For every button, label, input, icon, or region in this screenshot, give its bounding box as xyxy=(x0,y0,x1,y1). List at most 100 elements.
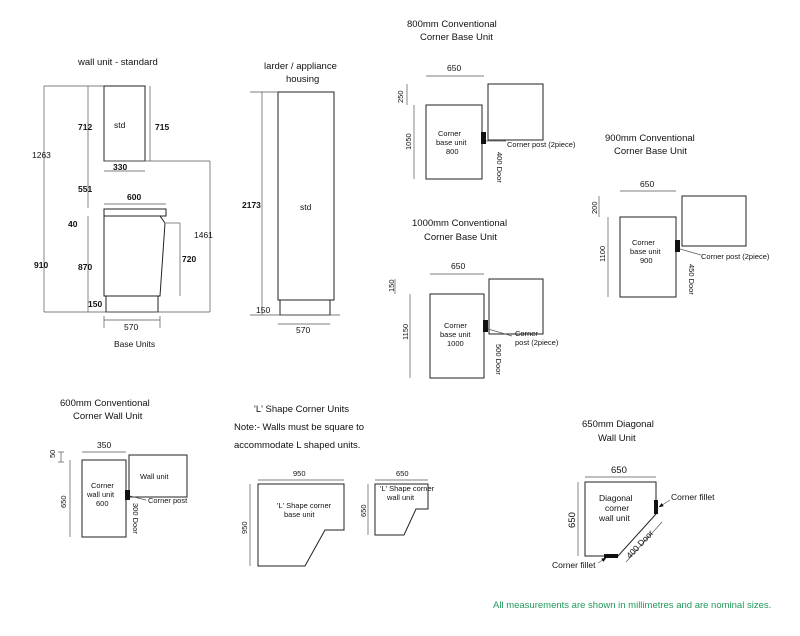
c800-unit-3: 800 xyxy=(446,147,459,156)
l-base-1: 'L' Shape corner xyxy=(277,501,332,510)
l-wall-unit xyxy=(374,483,429,536)
diag-unit-2: corner xyxy=(605,503,629,513)
c800-corner-post xyxy=(481,132,486,144)
dim-910: 910 xyxy=(34,260,48,270)
cw600-d-50: 50 xyxy=(48,450,57,458)
larder-title-1: larder / appliance xyxy=(264,61,337,72)
c900-corner-post xyxy=(675,240,680,252)
footer-note: All measurements are shown in millimetre… xyxy=(493,600,771,611)
c900-post-label: Corner post (2piece) xyxy=(701,252,770,261)
cw600-wall-unit xyxy=(128,454,188,498)
diag-fillet-top xyxy=(654,500,658,514)
diag-door-dim xyxy=(625,521,663,563)
c900-d-650: 650 xyxy=(640,179,654,189)
larder-dim-570: 570 xyxy=(296,325,310,335)
c800-d-1050: 1050 xyxy=(404,133,413,150)
diag-fillet-top-label: Corner fillet xyxy=(671,492,715,502)
cw600-unit-1: Corner xyxy=(91,481,114,490)
larder-dim-150: 150 xyxy=(256,305,270,315)
c900-title-2: Corner Base Unit xyxy=(614,146,687,157)
l-shape-group: 'L' Shape Corner Units Note:- Walls must… xyxy=(234,404,435,567)
c800-post-label: Corner post (2piece) xyxy=(507,140,576,149)
c1000-corner-unit xyxy=(429,293,485,379)
l-base-d-950-top: 950 xyxy=(293,469,306,478)
c900-adjacent-unit xyxy=(681,195,747,247)
c1000-door-label: 500 Door xyxy=(494,344,503,375)
larder-group: larder / appliance housing std 2173 150 … xyxy=(242,61,340,335)
c1000-title-2: Corner Base Unit xyxy=(424,232,497,243)
larder-title-2: housing xyxy=(286,74,319,85)
wall-unit-standard-group: wall unit - standard std 330 1263 712 71… xyxy=(32,57,213,349)
c1000-title-1: 1000mm Conventional xyxy=(412,218,507,229)
diagonal-650-group: 650mm Diagonal Wall Unit 650 Diagonal co… xyxy=(552,419,715,570)
base-unit-body xyxy=(103,215,166,297)
c900-title-1: 900mm Conventional xyxy=(605,133,695,144)
diag-unit-1: Diagonal xyxy=(599,493,633,503)
dim-2173: 2173 xyxy=(242,200,261,210)
diag-title-2: Wall Unit xyxy=(598,433,636,444)
cw600-door-label: 300 Door xyxy=(131,503,140,534)
diag-d-650-side: 650 xyxy=(567,512,578,528)
c1000-d-650: 650 xyxy=(451,261,465,271)
c800-d-250: 250 xyxy=(396,90,405,103)
c1000-unit-1: Corner xyxy=(444,321,467,330)
c1000-unit-2: base unit xyxy=(440,330,471,339)
c800-d-650: 650 xyxy=(447,63,461,73)
l-base-2: base unit xyxy=(284,510,315,519)
cw600-unit-2: wall unit xyxy=(86,490,115,499)
dim-1461: 1461 xyxy=(194,230,213,240)
corner-900-group: 900mm Conventional Corner Base Unit 650 … xyxy=(590,133,770,298)
cw600-d-650: 650 xyxy=(59,495,68,508)
l-note-1: Note:- Walls must be square to xyxy=(234,422,364,433)
diag-d-650-top: 650 xyxy=(611,465,627,476)
c800-unit-2: base unit xyxy=(436,138,467,147)
base-unit-plinth xyxy=(105,295,159,313)
diag-fillet-bottom xyxy=(604,554,618,558)
cw600-wall-unit-label: Wall unit xyxy=(140,472,169,481)
c1000-adjacent-unit xyxy=(488,278,544,335)
dim-1263: 1263 xyxy=(32,150,51,160)
corner-800-group: 800mm Conventional Corner Base Unit 650 … xyxy=(396,19,576,183)
dim-870: 870 xyxy=(78,262,92,272)
c900-door-label: 450 Door xyxy=(687,264,696,295)
c900-corner-unit xyxy=(619,216,677,298)
cw600-title-1: 600mm Conventional xyxy=(60,398,150,409)
c800-unit-1: Corner xyxy=(438,129,461,138)
l-wall-d-650-top: 650 xyxy=(396,469,409,478)
c1000-post-1: Corner xyxy=(515,329,538,338)
base-units-caption: Base Units xyxy=(114,339,155,349)
dim-720: 720 xyxy=(182,254,196,264)
diag-unit xyxy=(584,481,657,557)
c800-door-label: 400 Door xyxy=(495,152,504,183)
wall-unit-title: wall unit - standard xyxy=(77,57,158,68)
l-base-unit xyxy=(257,483,345,567)
wall-unit-std-label: std xyxy=(114,120,126,130)
c1000-post-leader xyxy=(487,328,513,337)
dim-600: 600 xyxy=(127,192,141,202)
l-note-2: accommodate L shaped units. xyxy=(234,440,360,451)
cw600-title-2: Corner Wall Unit xyxy=(73,411,143,422)
c800-title-2: Corner Base Unit xyxy=(420,32,493,43)
wall-unit-body xyxy=(103,85,146,162)
c900-d-1100: 1100 xyxy=(598,246,607,262)
c900-unit-3: 900 xyxy=(640,256,653,265)
dim-551: 551 xyxy=(78,184,92,194)
diag-fillet-bottom-arrow xyxy=(597,557,607,564)
dim-715: 715 xyxy=(155,122,169,132)
corner-wall-600-group: 600mm Conventional Corner Wall Unit 350 … xyxy=(48,398,188,538)
dim-330: 330 xyxy=(113,162,127,172)
l-wall-d-650-side: 650 xyxy=(359,504,368,517)
l-base-d-950-side: 950 xyxy=(240,521,249,534)
worktop xyxy=(103,208,167,217)
c1000-d-1150: 1150 xyxy=(401,324,410,340)
dim-712: 712 xyxy=(78,122,92,132)
larder-std: std xyxy=(300,202,312,212)
c1000-corner-post xyxy=(483,320,488,332)
l-wall-2: wall unit xyxy=(386,493,415,502)
larder-plinth xyxy=(279,299,331,316)
cw600-post-label: Corner post xyxy=(148,496,188,505)
c900-post-leader xyxy=(679,248,702,256)
cw600-corner-post xyxy=(125,490,130,500)
l-wall-1: 'L' Shape corner xyxy=(380,484,435,493)
